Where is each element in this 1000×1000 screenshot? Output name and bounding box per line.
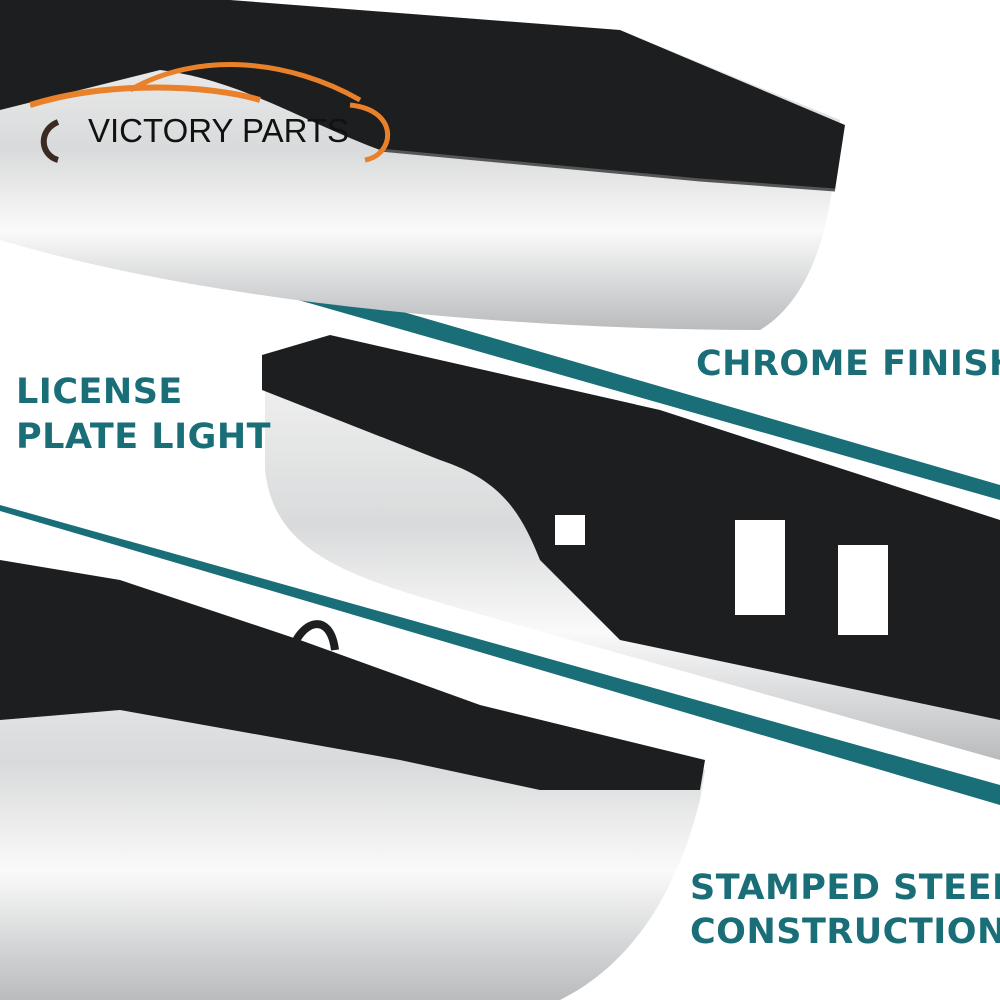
- bumper-top-view: [0, 0, 845, 330]
- teal-divider-bottom: [0, 505, 1000, 805]
- feature-steel-line2: CONSTRUCTION: [690, 912, 1000, 952]
- feature-steel-line1: STAMPED STEEL: [690, 868, 1000, 908]
- feature-license-line2: PLATE LIGHT: [16, 417, 272, 457]
- feature-chrome-finish: CHROME FINISH: [696, 344, 1000, 384]
- brand-logo: VICTORY PARTS: [30, 60, 400, 170]
- feature-license-line1: LICENSE: [16, 372, 183, 412]
- logo-swoosh-icon: [30, 62, 390, 163]
- bumper-bottom-view: [0, 560, 705, 1000]
- bumper-middle-view: [262, 335, 1000, 760]
- logo-text: VICTORY PARTS: [88, 112, 350, 149]
